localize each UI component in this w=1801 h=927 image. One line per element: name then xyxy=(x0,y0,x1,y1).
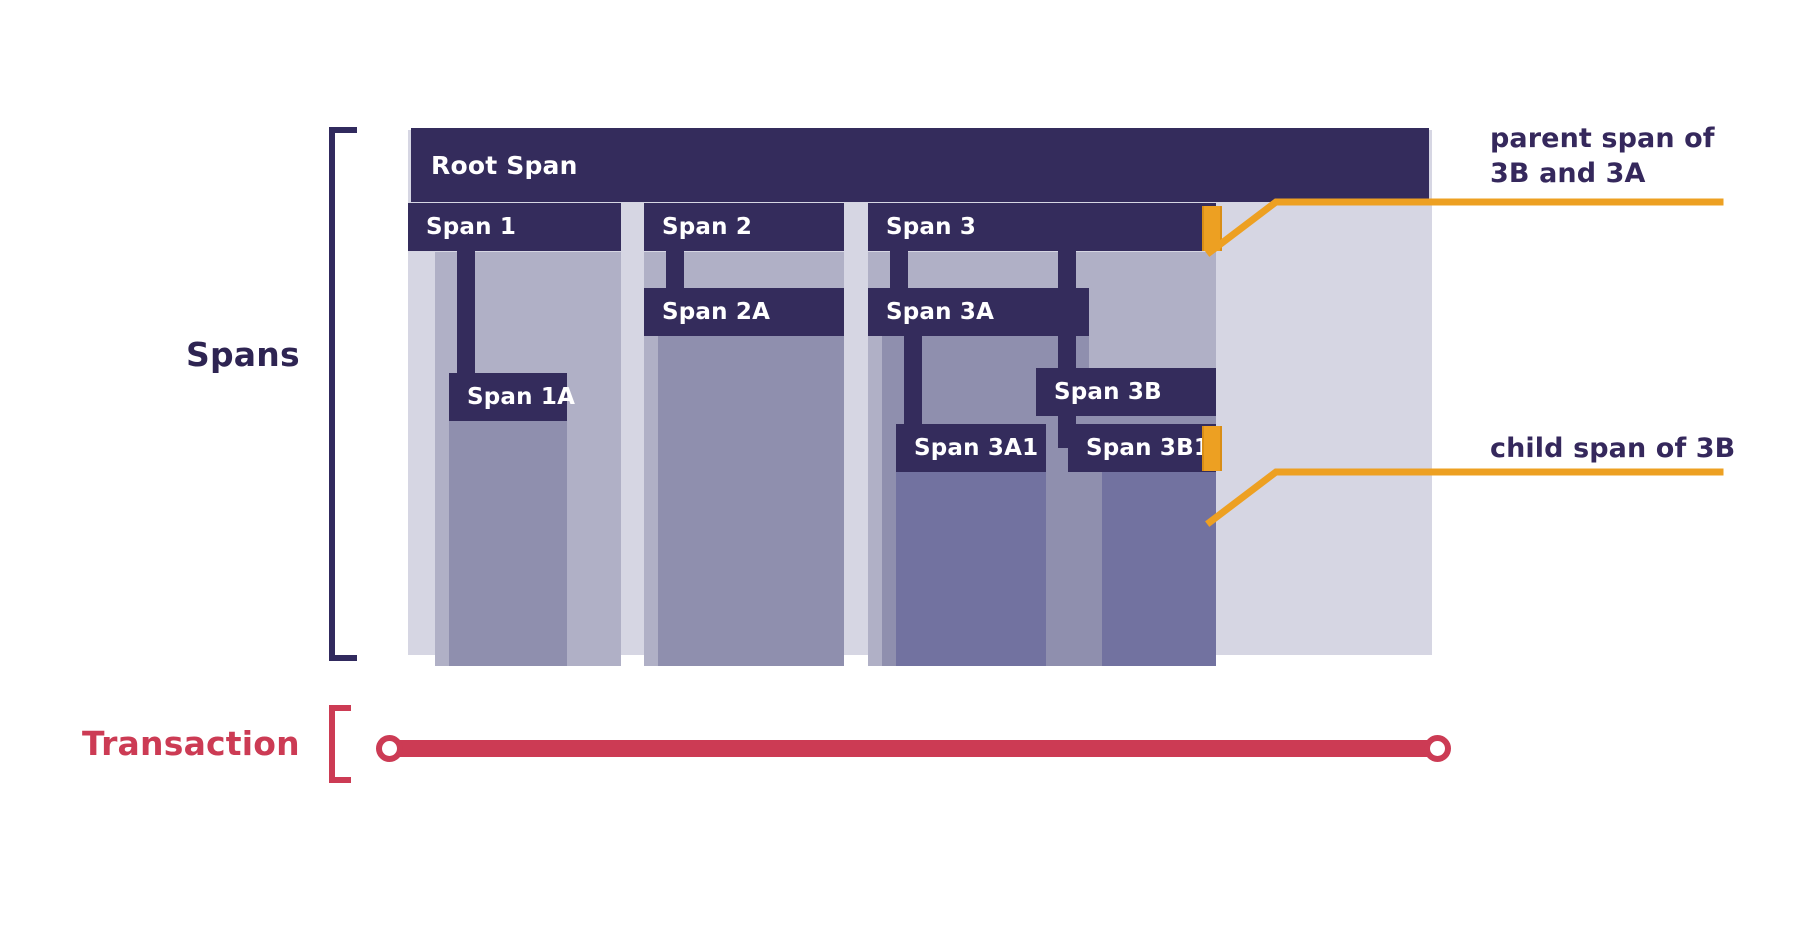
transaction-end-marker xyxy=(1424,735,1451,762)
transaction-group-label: Transaction xyxy=(82,724,300,763)
root-span-bar[interactable]: Root Span xyxy=(411,128,1429,202)
span-3a-bar[interactable]: Span 3A xyxy=(868,288,1089,336)
callout-parent-span-text: parent span of 3B and 3A xyxy=(1490,122,1780,191)
callout-parent-span-leader xyxy=(1205,198,1724,257)
span-1-vertical-stem xyxy=(457,240,475,410)
span-3a1-bar[interactable]: Span 3A1 xyxy=(896,424,1046,472)
span-3-to-3b-stem xyxy=(1058,240,1076,402)
span-2a-label: Span 2A xyxy=(662,299,771,325)
span-3-label: Span 3 xyxy=(886,214,977,240)
callout-parent-span-line1: parent span of xyxy=(1490,123,1715,154)
span-3a-to-3a1-stem xyxy=(904,324,922,448)
span-2a-bar[interactable]: Span 2A xyxy=(644,288,844,336)
callout-child-span-leader xyxy=(1205,468,1724,527)
span-3a1-label: Span 3A1 xyxy=(914,435,1039,461)
span-1a-body xyxy=(449,383,567,666)
span-2a-body xyxy=(658,304,844,666)
root-span-label: Root Span xyxy=(431,150,578,180)
span-3a1-body xyxy=(896,434,1046,666)
span-3b1-label: Span 3B1 xyxy=(1086,435,1211,461)
span-1a-label: Span 1A xyxy=(467,384,576,410)
span-1-bar[interactable]: Span 1 xyxy=(408,203,621,251)
callout-child-span-text: child span of 3B xyxy=(1490,432,1790,467)
callout-child-span-line1: child span of 3B xyxy=(1490,433,1736,464)
callout-parent-span-line2: 3B and 3A xyxy=(1490,157,1646,189)
parent-span-highlight-marker xyxy=(1202,206,1222,251)
transaction-start-marker xyxy=(376,735,403,762)
transaction-bracket xyxy=(329,705,351,783)
span-3-bar[interactable]: Span 3 xyxy=(868,203,1216,251)
span-3b-label: Span 3B xyxy=(1054,379,1162,405)
span-2-label: Span 2 xyxy=(662,214,753,240)
span-1-label: Span 1 xyxy=(426,214,517,240)
child-span-highlight-marker xyxy=(1202,426,1222,471)
span-3b1-body xyxy=(1102,434,1216,666)
transaction-bar xyxy=(386,740,1440,757)
span-3a-label: Span 3A xyxy=(886,299,995,325)
span-3b-bar[interactable]: Span 3B xyxy=(1036,368,1216,416)
spans-bracket xyxy=(329,127,357,661)
spans-group-label: Spans xyxy=(186,335,300,374)
span-1a-bar[interactable]: Span 1A xyxy=(449,373,575,421)
span-3b1-bar[interactable]: Span 3B1 xyxy=(1068,424,1216,472)
span-2-bar[interactable]: Span 2 xyxy=(644,203,844,251)
